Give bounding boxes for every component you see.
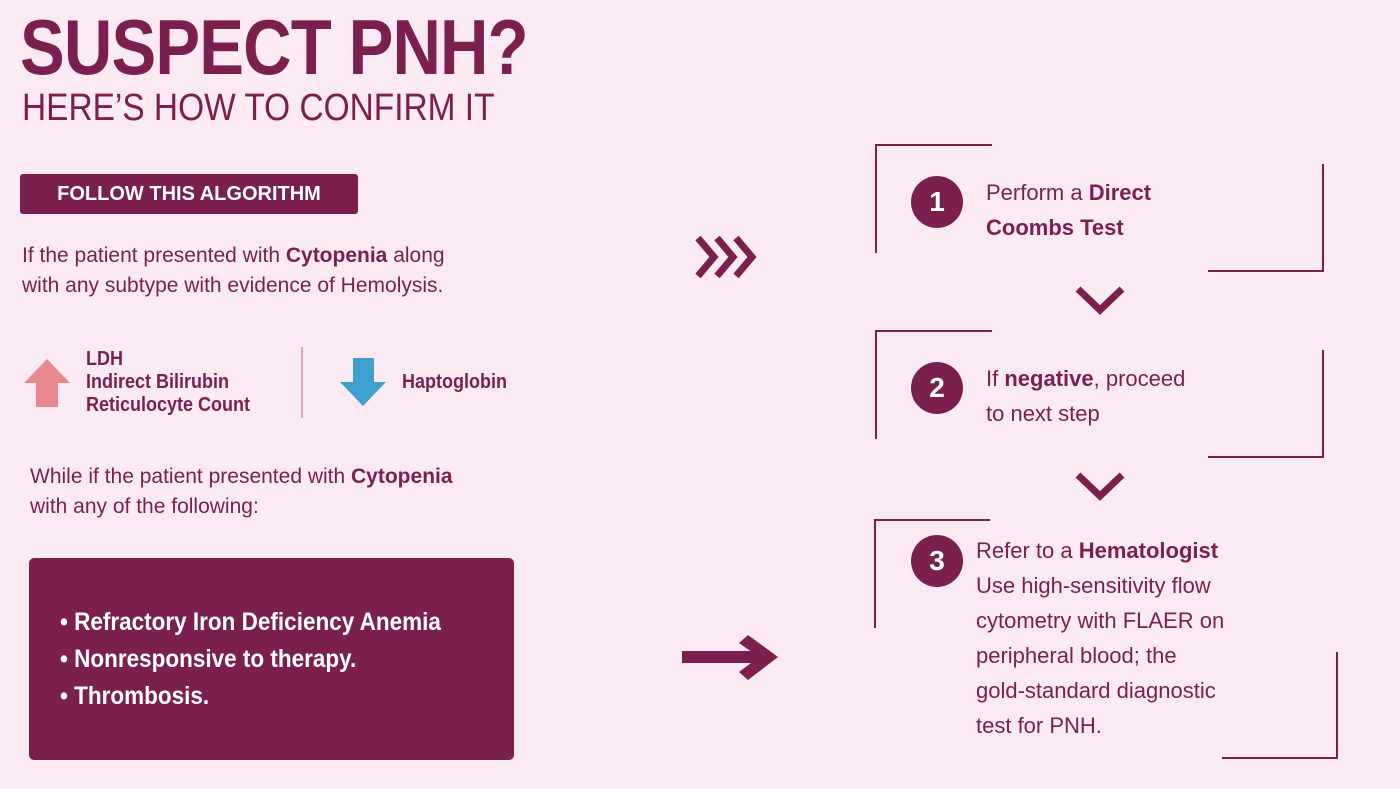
second-text-line2: with any of the following: [30, 495, 259, 518]
conditions-box: Refractory Iron Deficiency Anemia Nonres… [29, 558, 514, 760]
page-title: SUSPECT PNH? [20, 3, 529, 91]
step-2-text-bold: negative [1004, 366, 1094, 391]
algorithm-badge: FOLLOW THIS ALGORITHM [20, 174, 358, 214]
step-3-text-pre: Refer to a [976, 538, 1079, 563]
step-frame-1 [875, 144, 1324, 272]
arrow-down-icon [340, 358, 386, 406]
step-1-text-bold: Direct [1088, 180, 1152, 205]
arrow-up-icon [24, 359, 70, 407]
step-2-text: If negative, proceed to next step [986, 361, 1185, 431]
step-2-text-line2: to next step [986, 401, 1100, 426]
second-paragraph: While if the patient presented with Cyto… [30, 462, 453, 522]
step-2-text-pre: If [986, 366, 1005, 391]
indicator-divider [301, 347, 303, 418]
step-1-text: Perform a Direct Coombs Test [986, 175, 1151, 245]
step-1-number: 1 [911, 176, 963, 228]
page-subtitle: HERE’S HOW TO CONFIRM IT [22, 87, 495, 129]
step-3-text-bold: Hematologist [1078, 538, 1219, 563]
marker-indirect-bilirubin: Indirect Bilirubin [86, 371, 230, 393]
step-3-text-line: cytometry with FLAER on [976, 608, 1225, 633]
second-text-pre: While if the patient presented with [30, 465, 352, 488]
condition-item: Thrombosis. [60, 678, 441, 715]
decreased-markers: Haptoglobin [402, 371, 507, 394]
intro-paragraph: If the patient presented with Cytopenia … [22, 241, 445, 301]
step-2-text-post: , proceed [1093, 366, 1186, 391]
step-3-text-line: test for PNH. [976, 713, 1102, 738]
step-3-number: 3 [911, 535, 963, 587]
marker-haptoglobin: Haptoglobin [402, 371, 507, 393]
second-text-bold: Cytopenia [351, 465, 453, 488]
intro-text-pre: If the patient presented with [22, 244, 286, 267]
increased-markers: LDH Indirect Bilirubin Reticulocyte Coun… [86, 348, 250, 417]
step-3-text-line: Use high-sensitivity flow [976, 573, 1211, 598]
step-3-text-line: peripheral blood; the [976, 643, 1177, 668]
step-1-text-bold-line2: Coombs Test [986, 215, 1124, 240]
right-arrow-icon [682, 635, 778, 680]
step-3-text: Refer to a Hematologist Use high-sensiti… [976, 533, 1224, 743]
condition-item: Nonresponsive to therapy. [60, 641, 441, 678]
marker-ldh: LDH [86, 348, 123, 370]
chevron-down-icon [1075, 286, 1125, 315]
step-frame-3 [874, 519, 1338, 759]
step-frame-2 [875, 330, 1324, 458]
step-3-text-line: gold-standard diagnostic [976, 678, 1216, 703]
triple-chevron-icon [695, 235, 757, 279]
intro-text-line2: with any subtype with evidence of Hemoly… [22, 274, 444, 297]
step-2-number: 2 [911, 362, 963, 414]
chevron-down-icon [1075, 472, 1125, 501]
intro-text-bold: Cytopenia [285, 244, 388, 267]
conditions-list: Refractory Iron Deficiency Anemia Nonres… [60, 604, 483, 715]
condition-item: Refractory Iron Deficiency Anemia [60, 604, 441, 641]
marker-reticulocyte-count: Reticulocyte Count [86, 394, 251, 416]
intro-text-post: along [387, 244, 445, 267]
step-1-text-pre: Perform a [986, 180, 1089, 205]
